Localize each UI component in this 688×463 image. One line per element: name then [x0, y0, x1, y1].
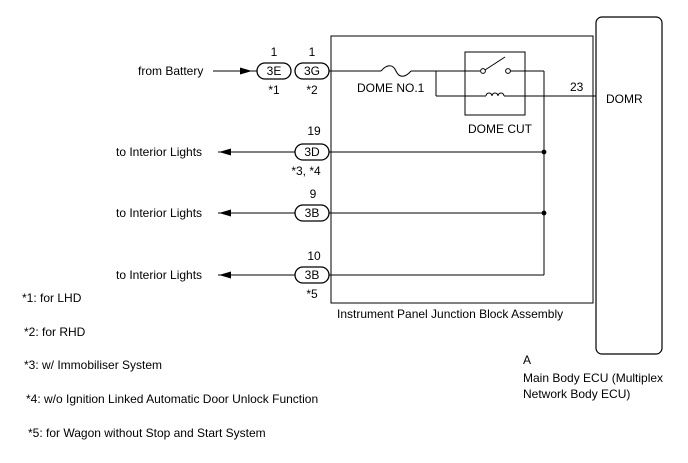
fuse-icon — [380, 65, 412, 77]
battery-label: from Battery — [138, 64, 203, 78]
relay-box — [464, 51, 526, 116]
interior-lights-label-1: to Interior Lights — [116, 145, 202, 159]
interior-lights-label-3: to Interior Lights — [116, 268, 202, 282]
connector-3d-note: *3, *4 — [291, 164, 321, 178]
junction-block-box — [330, 35, 594, 304]
connector-3b-pin10-name: 3B — [305, 268, 320, 282]
note-2: *2: for RHD — [24, 325, 86, 339]
battery-arrow-icon — [240, 67, 252, 75]
connector-3b-pin9-name: 3B — [305, 206, 320, 220]
connector-3g-note: *2 — [306, 83, 318, 97]
relay-contact-left — [480, 68, 486, 74]
junction-block-label: Instrument Panel Junction Block Assembly — [337, 307, 563, 321]
note-4: *4: w/o Ignition Linked Automatic Door U… — [26, 392, 318, 406]
fuse-label: DOME NO.1 — [357, 81, 425, 95]
note-5: *5: for Wagon without Stop and Start Sys… — [28, 426, 266, 440]
connector-3e-pin: 1 — [271, 45, 278, 59]
ecu-connector-label: A — [523, 353, 531, 367]
relay-switch-arm — [484, 56, 506, 71]
output-1-arrow-icon — [219, 148, 231, 156]
ecu-box — [595, 16, 663, 355]
output-3-arrow-icon — [219, 271, 231, 279]
ecu-pin: 23 — [570, 80, 584, 94]
note-3: *3: w/ Immobiliser System — [24, 358, 162, 372]
connector-3d-pin: 19 — [307, 124, 321, 138]
connector-3d-name: 3D — [304, 145, 320, 159]
relay-label: DOME CUT — [468, 122, 533, 136]
ecu-name-line2: Network Body ECU) — [523, 387, 630, 401]
note-1: *1: for LHD — [22, 291, 82, 305]
relay-coil-icon — [485, 92, 505, 97]
connector-3g-name: 3G — [304, 64, 320, 78]
ecu-terminal-label: DOMR — [606, 92, 643, 106]
connector-3g-pin: 1 — [309, 45, 316, 59]
output-2-arrow-icon — [219, 209, 231, 217]
ecu-name-line1: Main Body ECU (Multiplex — [523, 371, 663, 385]
connector-3e — [256, 62, 292, 80]
connector-3e-note: *1 — [268, 83, 280, 97]
interior-lights-label-2: to Interior Lights — [116, 206, 202, 220]
relay-contact-right — [505, 68, 511, 74]
connector-3b-pin10-pin: 10 — [307, 249, 321, 263]
connector-3b-pin9-pin: 9 — [310, 187, 317, 201]
connector-3b-pin10-note: *5 — [306, 287, 318, 301]
connector-3e-name: 3E — [267, 64, 282, 78]
